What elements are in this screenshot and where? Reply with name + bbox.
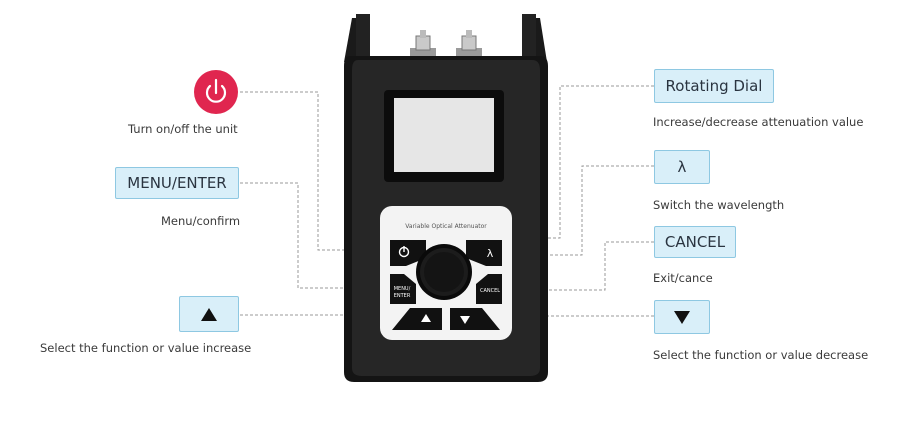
down-desc: Select the function or value decrease: [653, 348, 869, 362]
down-arrow-label: [654, 300, 710, 334]
optical-connector-left: [410, 30, 436, 58]
dial-desc: Increase/decrease attenuation value: [653, 115, 864, 129]
svg-text:MENU/: MENU/: [394, 286, 411, 292]
cancel-label: CANCEL: [654, 226, 736, 258]
up-desc: Select the function or value increase: [40, 341, 252, 355]
power-button-key: [390, 240, 426, 266]
menu-desc: Menu/confirm: [161, 214, 241, 228]
triangle-up-icon: [201, 307, 217, 321]
power-desc: Turn on/off the unit: [128, 122, 238, 136]
power-icon: [194, 70, 238, 114]
up-button-key: [392, 308, 442, 330]
optical-connector-right: [456, 30, 482, 58]
menu-button-key: MENU/ ENTER: [390, 274, 416, 304]
svg-text:λ: λ: [487, 247, 494, 260]
cancel-button-key: CANCEL: [476, 274, 502, 304]
attenuator-device: Variable Optical Attenuator λ MENU/ ENTE…: [344, 14, 548, 382]
down-button-key: [450, 308, 500, 330]
rotating-dial-knob: [416, 244, 472, 300]
svg-text:CANCEL: CANCEL: [480, 288, 500, 294]
triangle-down-icon: [674, 310, 690, 324]
lambda-desc: Switch the wavelength: [653, 198, 785, 212]
panel-title: Variable Optical Attenuator: [405, 223, 487, 230]
menu-enter-label: MENU/ENTER: [115, 167, 239, 199]
cancel-desc: Exit/cance: [653, 271, 713, 285]
lambda-button-key: λ: [466, 240, 502, 266]
up-arrow-label: [179, 296, 239, 332]
lambda-label: λ: [654, 150, 710, 184]
rotating-dial-label: Rotating Dial: [654, 69, 774, 103]
leader-cancel: [515, 241, 654, 291]
svg-text:ENTER: ENTER: [394, 293, 411, 299]
